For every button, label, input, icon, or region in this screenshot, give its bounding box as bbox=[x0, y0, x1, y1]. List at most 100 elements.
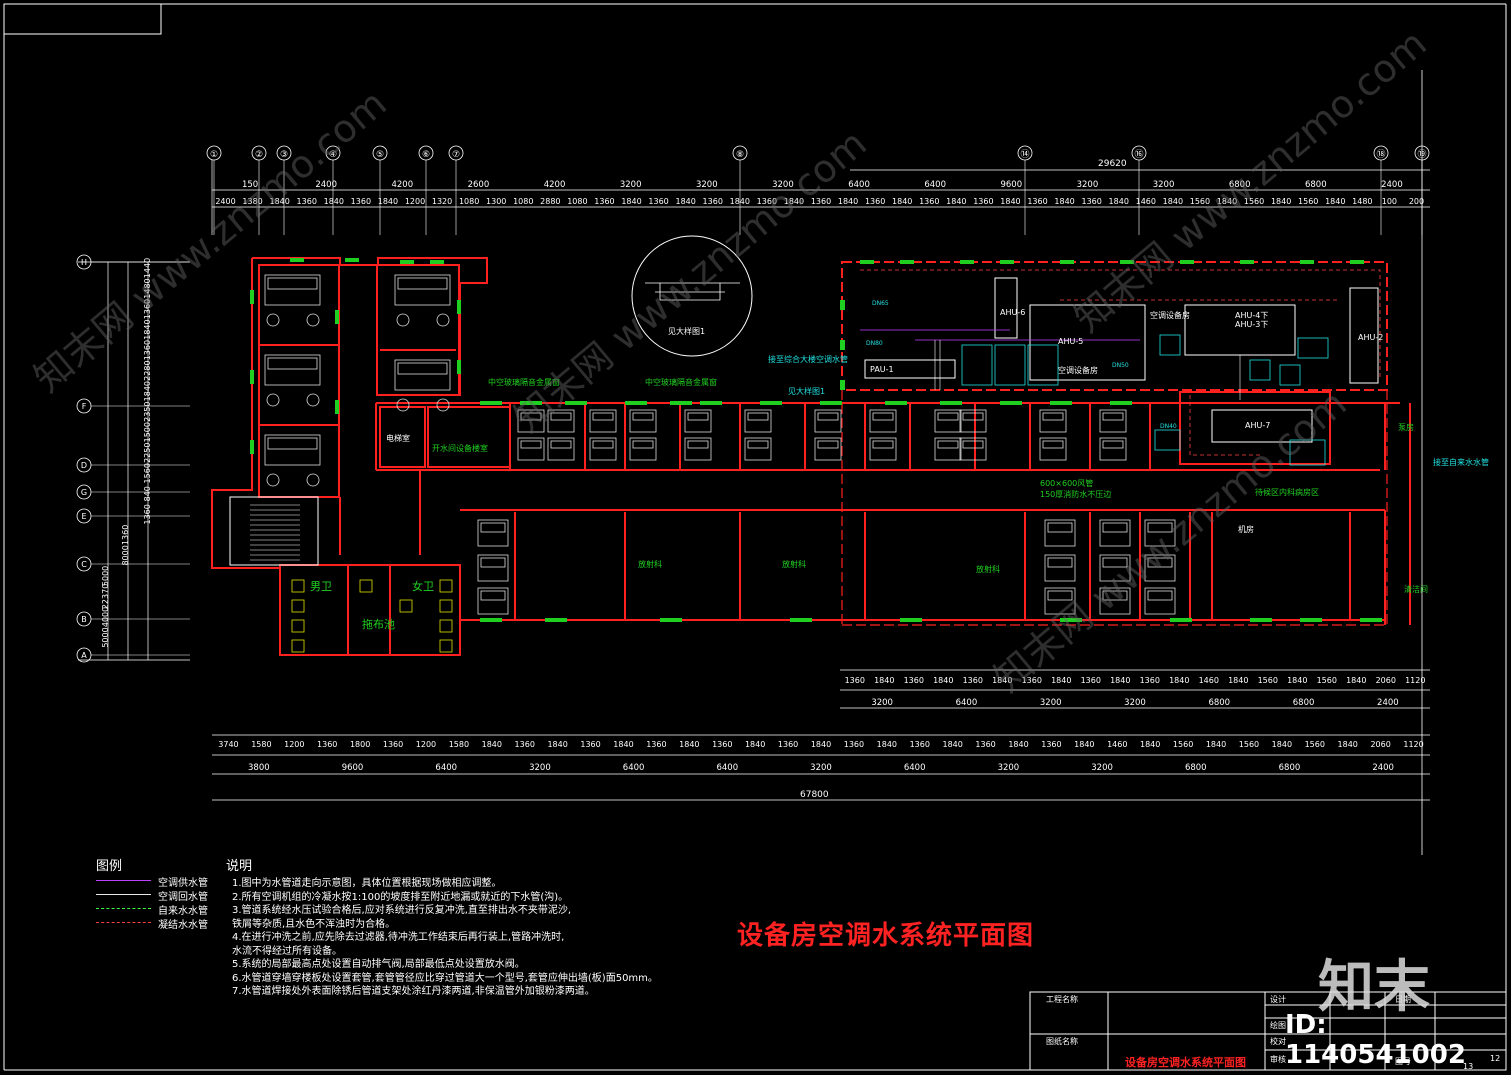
axis-label-top: ① bbox=[210, 150, 218, 160]
furniture-item bbox=[1102, 412, 1124, 421]
toilet-fixture bbox=[291, 639, 305, 653]
pipe-dn50: DN50 bbox=[1112, 362, 1129, 369]
furniture-item bbox=[477, 554, 509, 582]
dim-value: 1840 bbox=[1287, 676, 1307, 685]
note-line: 铁屑等杂质,且水色不浑浊时为合格。 bbox=[232, 918, 396, 930]
dim-value: 6800 bbox=[1185, 763, 1207, 773]
dim-value: 1840 bbox=[1325, 197, 1345, 206]
window bbox=[1240, 260, 1254, 264]
dim-value: 1360 bbox=[383, 740, 403, 749]
dim-value: 1840 bbox=[1346, 676, 1366, 685]
dim-value: 6800 bbox=[1208, 698, 1230, 708]
furniture-item bbox=[1099, 554, 1131, 582]
dim-value: 1560 bbox=[1317, 676, 1337, 685]
dim-value: 1360 bbox=[351, 197, 371, 206]
watermark-logo: 知末 bbox=[1318, 955, 1430, 1020]
window bbox=[480, 618, 502, 622]
dim-value: 1360 bbox=[1081, 197, 1101, 206]
note-line: 5.系统的局部最高点处设置自动排气阀,局部最低点处设置放水阀。 bbox=[232, 959, 525, 970]
label-womens: 女卫 bbox=[412, 579, 434, 593]
furniture-item bbox=[962, 412, 984, 421]
dim-value: 1080 bbox=[459, 197, 479, 206]
dim-value: 1360 bbox=[757, 197, 777, 206]
furniture-item bbox=[1099, 587, 1131, 615]
dim-value-left: 1480 bbox=[143, 278, 152, 298]
dim-value-left: 1500 bbox=[143, 422, 152, 442]
furniture-item bbox=[1144, 554, 1176, 582]
dim-value: 3200 bbox=[529, 763, 551, 773]
dim-value: 6400 bbox=[435, 763, 457, 773]
axis-label-left: B bbox=[81, 615, 87, 624]
axis-label-left: C bbox=[81, 560, 87, 569]
dim-value: 1840 bbox=[621, 197, 641, 206]
dim-value: 2400 bbox=[1377, 698, 1399, 708]
pipe-dn40: DN40 bbox=[1160, 423, 1177, 430]
window bbox=[700, 401, 722, 405]
furniture-item bbox=[547, 437, 575, 461]
furniture-item bbox=[592, 412, 614, 421]
dim-value: 1360 bbox=[1022, 676, 1042, 685]
tb-page: 12 bbox=[1490, 1054, 1501, 1063]
window bbox=[670, 401, 692, 405]
furniture-item bbox=[1102, 522, 1128, 533]
tb-design-label: 设计 bbox=[1270, 995, 1286, 1004]
furniture-item bbox=[1039, 409, 1067, 433]
dim-value: 1200 bbox=[405, 197, 425, 206]
dim-value: 1840 bbox=[613, 740, 633, 749]
furniture-item bbox=[869, 437, 897, 461]
window bbox=[250, 370, 254, 384]
window bbox=[1110, 401, 1132, 405]
window bbox=[250, 290, 254, 304]
dim-value-left: 2280 bbox=[143, 360, 152, 380]
dim-value: 3200 bbox=[1124, 698, 1146, 708]
dim-value: 1560 bbox=[1258, 676, 1278, 685]
axis-label-top: ③ bbox=[280, 150, 288, 160]
dim-value: 3200 bbox=[998, 763, 1020, 773]
toilet-fixture bbox=[439, 599, 453, 613]
dim-value: 1360 bbox=[648, 197, 668, 206]
dim-value: 2400 bbox=[1372, 763, 1394, 773]
dim-value: 1360 bbox=[844, 740, 864, 749]
dim-value-left: 2350 bbox=[143, 402, 152, 422]
legend-label: 凝结水水管 bbox=[158, 920, 208, 931]
dim-value: 1840 bbox=[1000, 197, 1020, 206]
window bbox=[1360, 618, 1382, 622]
window bbox=[400, 260, 414, 264]
dim-value: 1840 bbox=[679, 740, 699, 749]
furniture-item bbox=[817, 412, 839, 421]
window bbox=[480, 401, 502, 405]
label-connect-water: 接至自来水水管 bbox=[1433, 457, 1489, 467]
furniture-item bbox=[687, 440, 709, 449]
toilet-fixture bbox=[359, 579, 373, 593]
dim-value: 6400 bbox=[623, 763, 645, 773]
dim-value: 3200 bbox=[772, 180, 794, 190]
furniture-item bbox=[632, 440, 654, 449]
toilet-fixture bbox=[291, 619, 305, 633]
dim-value: 6400 bbox=[924, 180, 946, 190]
axis-bubble-top: ② bbox=[251, 145, 267, 235]
axis-bubble-top: ⑤ bbox=[372, 145, 388, 235]
dim-value: 1360 bbox=[865, 197, 885, 206]
drawing-title: 设备房空调水系统平面图 bbox=[737, 921, 1035, 951]
window bbox=[1000, 260, 1014, 264]
note-line: 6.水管道穿墙穿楼板处设置套管,套管管径应比穿过管道大一个型号,套管应伸出墙(板… bbox=[232, 972, 658, 984]
note-line: 2.所有空调机组的冷凝水按1:100的坡度排至附近地漏或就近的下水管(沟)。 bbox=[232, 891, 569, 903]
dim-value: 1360 bbox=[1027, 197, 1047, 206]
furniture-item bbox=[684, 437, 712, 461]
furniture-item bbox=[1047, 557, 1073, 568]
axis-bubble-top: ① bbox=[206, 145, 222, 235]
furniture-item bbox=[266, 313, 280, 327]
window bbox=[660, 618, 682, 622]
furniture-item bbox=[394, 359, 451, 391]
furniture bbox=[250, 274, 1176, 653]
legend-swatch bbox=[96, 880, 151, 881]
dim-value: 1840 bbox=[1051, 676, 1071, 685]
ac-equipment bbox=[860, 269, 1381, 466]
dimension-lines bbox=[78, 160, 1430, 801]
furniture-item bbox=[1047, 522, 1073, 533]
window bbox=[900, 618, 922, 622]
dim-value: 1360 bbox=[811, 197, 831, 206]
furniture-item bbox=[397, 362, 448, 375]
dim-value: 6400 bbox=[956, 698, 978, 708]
dim-value: 4200 bbox=[544, 180, 566, 190]
